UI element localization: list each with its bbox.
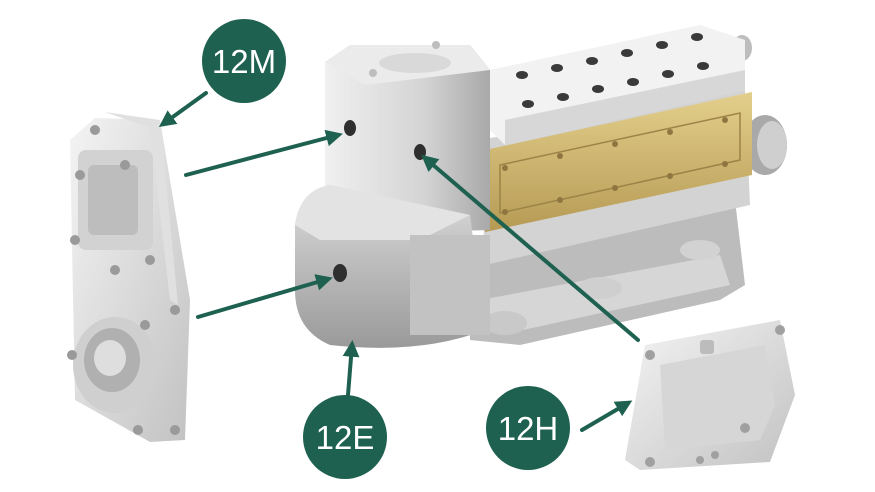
arrow-12m-upper	[184, 129, 343, 177]
arrow-12m-label	[158, 91, 208, 127]
side-cover-part	[625, 320, 795, 470]
callout-label: 12H	[498, 410, 559, 447]
callout-label: 12E	[316, 419, 375, 456]
callout-12h: 12H	[486, 386, 570, 470]
assembly-arrows	[158, 91, 640, 432]
cylinder-head-holes	[516, 33, 709, 108]
callout-label: 12M	[212, 43, 276, 80]
callout-badge	[202, 19, 286, 103]
housing-hole-lower	[333, 264, 347, 282]
arrow-12h-label	[580, 400, 633, 432]
callout-badge	[303, 395, 387, 479]
callout-12e: 12E	[303, 395, 387, 479]
housing-hole-upper	[344, 120, 356, 136]
arrow-12m-lower	[196, 274, 333, 319]
brass-side-cover	[485, 92, 752, 232]
callout-12m: 12M	[202, 19, 286, 103]
arrow-12e-label	[342, 339, 360, 397]
arrow-12h-to-housing	[421, 154, 640, 342]
timing-cover-part	[67, 112, 190, 442]
engine-block	[295, 25, 787, 348]
callout-badge	[486, 386, 570, 470]
